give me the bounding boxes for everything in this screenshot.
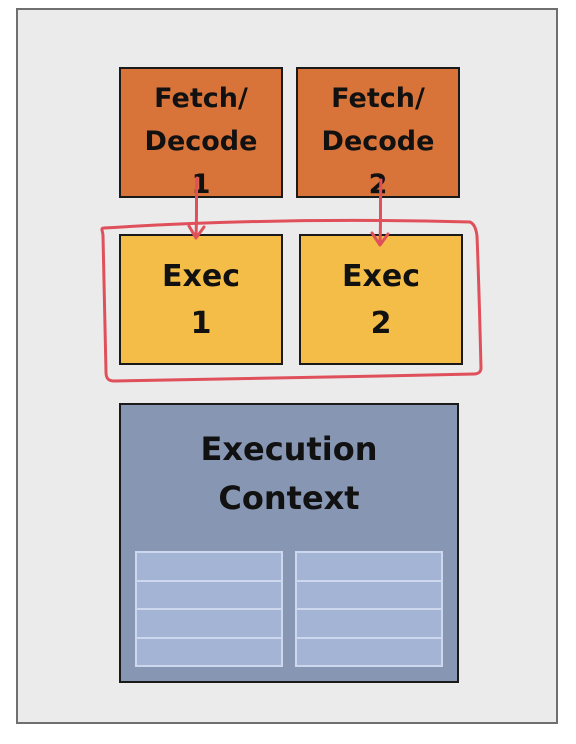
exec-2-label: Exec [342,258,420,294]
context-table-right [295,551,443,667]
context-table-row [297,639,441,666]
context-table-row [297,553,441,582]
fetch-decode-2-line1: Fetch/ [331,83,425,114]
context-table-row [137,610,281,639]
fetch-decode-2-number: 2 [368,169,388,200]
execution-context-box: Execution Context [119,403,459,683]
fetch-decode-box-2: Fetch/ Decode 2 [296,67,460,200]
context-table-left [135,551,283,667]
fetch-decode-1-line1: Fetch/ [154,83,248,114]
context-table-row [137,582,281,610]
fetch-decode-1-line2: Decode [144,126,258,157]
exec-1-number: 1 [190,305,212,341]
fetch-decode-2-line2: Decode [321,126,435,157]
exec-2-number: 2 [370,305,392,341]
context-table-row [297,582,441,610]
exec-1-label: Exec [162,258,240,294]
execution-context-line1: Execution [200,430,378,468]
context-table-row [137,553,281,582]
execution-context-line2: Context [218,479,360,517]
fetch-decode-box-1: Fetch/ Decode 1 [119,67,283,200]
exec-box-1: Exec 1 [119,234,283,365]
exec-box-2: Exec 2 [299,234,463,365]
fetch-decode-1-number: 1 [191,169,211,200]
context-table-row [137,639,281,666]
context-table-row [297,610,441,639]
